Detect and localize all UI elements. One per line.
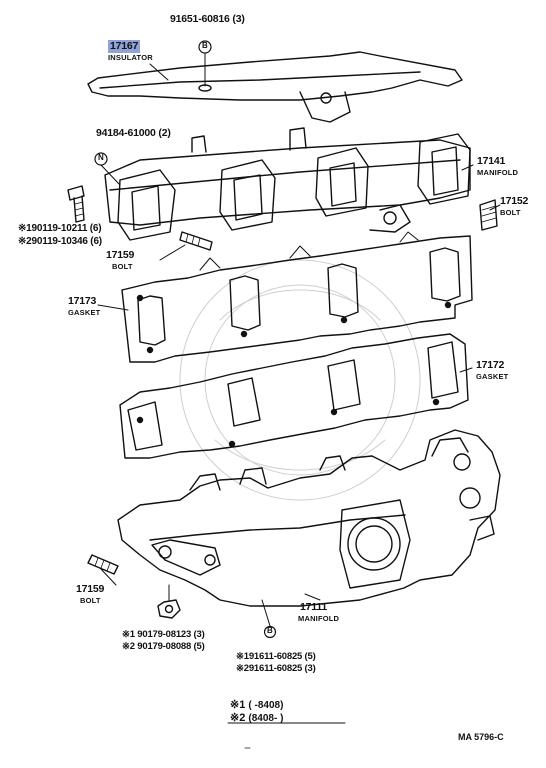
insulator-shape bbox=[87, 51, 463, 123]
marker-b-top: B bbox=[202, 41, 208, 50]
lower-manifold-part-number: 17111 bbox=[300, 601, 328, 613]
insulator-name: INSULATOR bbox=[108, 53, 153, 62]
bolt-b-callout: ※290119-10346 (6) bbox=[18, 236, 102, 247]
stud-callout: 94184-61000 (2) bbox=[96, 127, 171, 139]
bolt-17152-name: BOLT bbox=[500, 208, 521, 217]
gasket-17172-name: GASKET bbox=[476, 372, 509, 381]
legend-row-2-mark: ※2 bbox=[230, 712, 246, 724]
lower-manifold-shape bbox=[117, 429, 501, 607]
bolt-a-callout: ※190119-10211 (6) bbox=[18, 223, 102, 234]
catalog-code: MA 5796-C bbox=[458, 732, 504, 742]
legend-row-1-mark: ※1 bbox=[230, 699, 246, 711]
watermark-emblem bbox=[179, 259, 421, 501]
upper-manifold-name: MANIFOLD bbox=[477, 168, 519, 177]
gasket-17173-part-number: 17173 bbox=[68, 295, 97, 307]
gasket-17173-shape bbox=[121, 231, 473, 363]
bolt-17152-part-number: 17152 bbox=[500, 195, 529, 207]
legend-row-2-range: (8408- ) bbox=[248, 713, 284, 724]
top-nut-callout: 91651-60816 (3) bbox=[170, 13, 245, 25]
legend-row-2: ※2 (8408- ) bbox=[230, 711, 283, 724]
insulator-part-number: 17167 bbox=[108, 40, 141, 53]
legend-row-1: ※1 ( -8408) bbox=[230, 698, 283, 711]
bolt-17159-lower-part-number: 17159 bbox=[76, 583, 105, 595]
bolt-17159-upper-name: BOLT bbox=[112, 262, 133, 271]
upper-manifold-part-number: 17141 bbox=[477, 155, 506, 167]
washer-b-callout: ※291611-60825 (3) bbox=[236, 663, 316, 674]
nut-b-callout: ※2 90179-08088 (5) bbox=[122, 641, 205, 652]
upper-manifold-shape bbox=[104, 127, 471, 241]
nut-a-callout: ※1 90179-08123 (3) bbox=[122, 629, 205, 640]
marker-n: N bbox=[98, 153, 104, 162]
gasket-17173-name: GASKET bbox=[68, 308, 101, 317]
lower-manifold-name: MANIFOLD bbox=[298, 614, 340, 623]
bolt-17159-lower-name: BOLT bbox=[80, 596, 101, 605]
legend-row-1-range: ( -8408) bbox=[248, 700, 284, 711]
gasket-17172-part-number: 17172 bbox=[476, 359, 505, 371]
bolt-17159-upper-part-number: 17159 bbox=[106, 249, 135, 261]
washer-a-callout: ※191611-60825 (5) bbox=[236, 651, 316, 662]
marker-b-bottom: B bbox=[267, 626, 273, 635]
gasket-17172-shape bbox=[119, 333, 469, 459]
